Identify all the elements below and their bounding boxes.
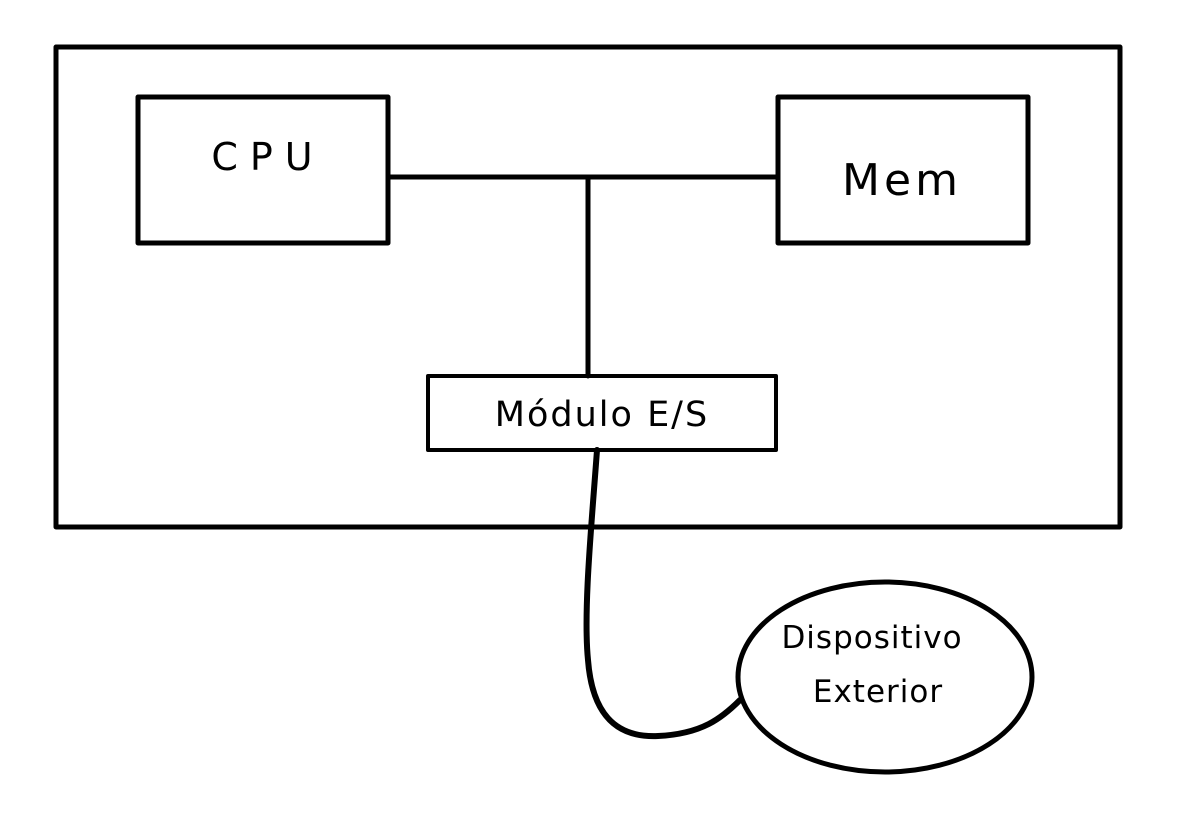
external-device-label-line2: Exterior (813, 674, 943, 710)
mem-box (775, 94, 1031, 246)
io-module-label: Módulo E/S (495, 395, 709, 435)
mem-label: Mem (842, 155, 962, 206)
io-module-box (426, 374, 778, 452)
external-device-label-line1: Dispositivo (781, 620, 962, 656)
cpu-label: CPU (211, 135, 324, 179)
external-device-ellipse (735, 579, 1035, 775)
system-boundary-box (53, 44, 1123, 530)
io-to-device-curve (583, 447, 743, 740)
cpu-box (135, 94, 391, 246)
